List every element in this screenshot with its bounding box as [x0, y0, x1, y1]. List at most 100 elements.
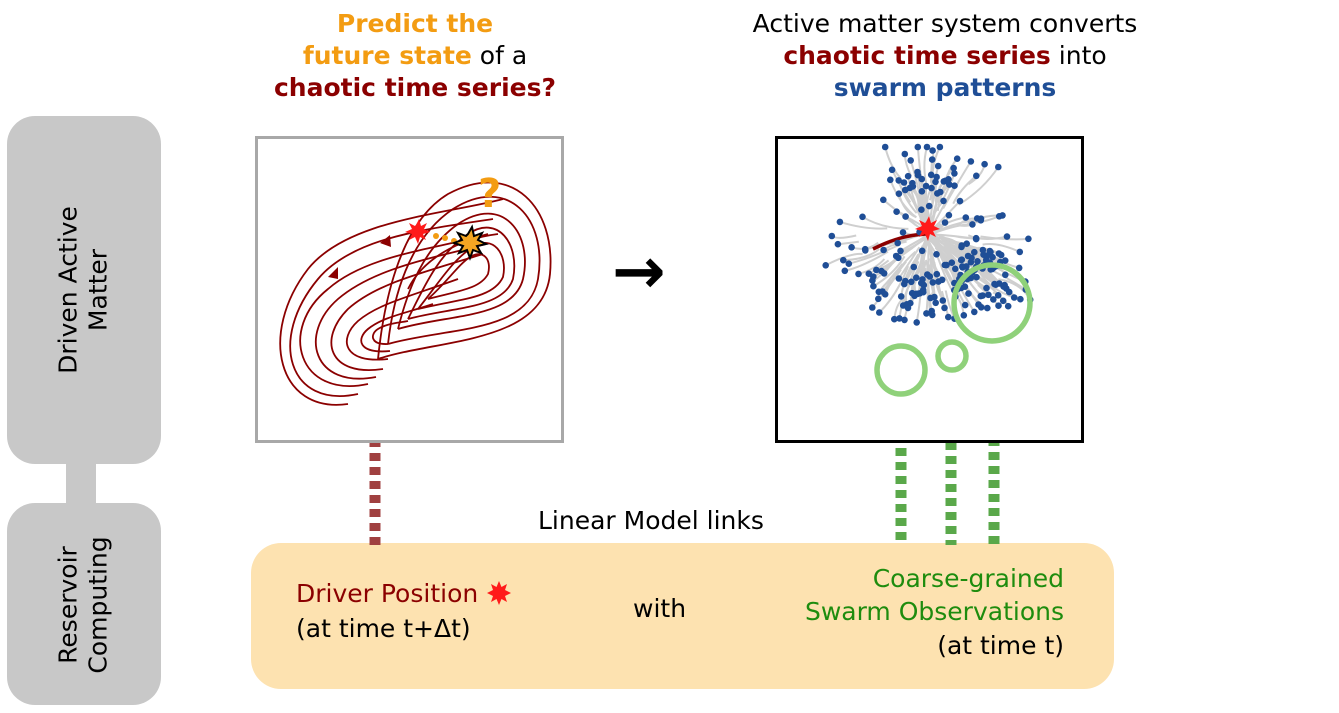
swarm-trail: [843, 248, 880, 262]
swarm-particle: [897, 247, 904, 255]
swarm-particle: [907, 157, 914, 164]
swarm-particle: [962, 214, 970, 221]
swarm-trail: [839, 220, 888, 230]
swarm-particle: [941, 219, 949, 226]
swarm-particle: [967, 158, 975, 165]
swarm-particle: [940, 197, 947, 205]
observation-ring-tiny: [935, 339, 969, 373]
swarm-particle: [950, 164, 957, 172]
swarm-particle: [902, 213, 909, 220]
swarm-particle: [909, 179, 916, 187]
swarm-particle: [908, 278, 915, 286]
swarm-particle: [995, 163, 1002, 171]
swarm-particle: [948, 259, 956, 266]
swarm-particle: [912, 290, 920, 298]
swarm-particle: [834, 240, 842, 248]
swarm-particle: [971, 308, 978, 316]
swarm-particle: [840, 256, 847, 264]
swarm-particle: [1010, 294, 1018, 301]
swarm-particle: [937, 188, 944, 196]
swarm-particle: [940, 178, 948, 185]
swarm-particle: [880, 246, 887, 254]
swarm-particle: [918, 247, 926, 255]
swarm-particle: [893, 208, 900, 215]
swarm-particle: [927, 171, 935, 179]
swarm-particle: [932, 178, 939, 186]
swarm-particle: [859, 213, 866, 221]
swarm-particle: [951, 170, 958, 177]
swarm-particle: [977, 292, 985, 300]
swarm-trail: [825, 252, 863, 267]
swarm-particle: [975, 301, 982, 308]
swarm-particle: [920, 288, 927, 296]
swarm-particle: [880, 196, 887, 204]
swarm-particle: [936, 143, 944, 151]
swarm-trail: [878, 265, 910, 314]
with-label: with: [633, 594, 687, 623]
swarm-particle: [995, 302, 1002, 309]
swarm-particle: [875, 295, 882, 303]
swarm-particle: [973, 273, 980, 281]
right-heading-highlight: chaotic time series: [783, 41, 1051, 70]
swarm-particle: [929, 311, 936, 319]
swarm-particle: [965, 290, 972, 297]
swarm-particle: [932, 299, 939, 307]
swarm-particle: [981, 160, 988, 168]
swarm-particle: [828, 232, 836, 240]
transform-arrow-icon: →: [612, 235, 666, 309]
swarm-particle: [939, 297, 947, 304]
swarm-trail: [884, 146, 902, 179]
bottom-panel: [251, 543, 1114, 689]
swarm-particle: [1017, 295, 1024, 303]
swarm-particle: [1003, 233, 1011, 240]
swarm-particle: [869, 304, 876, 311]
left-heading-line3: chaotic time series?: [273, 73, 556, 102]
swarm-particle: [925, 202, 933, 210]
swarm-particle: [933, 251, 940, 258]
swarm-particle: [918, 175, 926, 183]
swarm-panel: [775, 136, 1084, 443]
swarm-trail: [967, 234, 1008, 240]
sidebar-connector: [66, 462, 96, 507]
swarm-particle: [841, 267, 849, 275]
swarm-particle: [969, 221, 976, 228]
swarm-driver-star-icon: [915, 216, 940, 241]
swarm-particle: [878, 267, 885, 275]
swarm-plot: [822, 143, 1034, 397]
swarm-particle: [895, 190, 903, 197]
swarm-particle: [945, 211, 953, 219]
swarm-trail: [923, 146, 929, 190]
attractor-plot: ?: [279, 171, 552, 406]
swarm-particle: [887, 176, 894, 184]
swarm-particle: [845, 260, 853, 267]
swarm-particle: [873, 266, 880, 274]
swarm-particle: [923, 143, 931, 151]
swarm-trail: [929, 159, 934, 183]
swarm-particle: [946, 181, 953, 188]
swarm-particle: [870, 282, 877, 290]
swarm-particle: [918, 188, 926, 195]
future-star-icon: [451, 224, 489, 261]
driver-time-label: (at time t+Δt): [296, 614, 471, 643]
swarm-particle: [1016, 248, 1024, 256]
swarm-particle: [979, 246, 987, 254]
swarm-trail: [982, 243, 1021, 253]
sidebar-top-box: [7, 116, 161, 464]
swarm-particle: [953, 155, 961, 162]
swarm-particle: [972, 234, 980, 242]
swarm-trail: [848, 244, 900, 265]
swarm-particle: [848, 244, 855, 251]
swarm-particle: [990, 296, 997, 303]
swarm-particle: [822, 262, 829, 269]
swarm-particle: [935, 278, 942, 285]
swarm-trail: [930, 146, 941, 202]
swarm-particle: [914, 143, 922, 151]
swarm-particle: [879, 288, 886, 295]
swarm-particle: [958, 243, 965, 251]
swarm-particle: [973, 172, 980, 180]
swarm-particle: [997, 251, 1005, 259]
swarm-trail: [831, 234, 857, 239]
driver-star-icon: [405, 219, 430, 244]
swarm-particle: [1015, 264, 1023, 272]
swarm-particle: [923, 310, 930, 317]
